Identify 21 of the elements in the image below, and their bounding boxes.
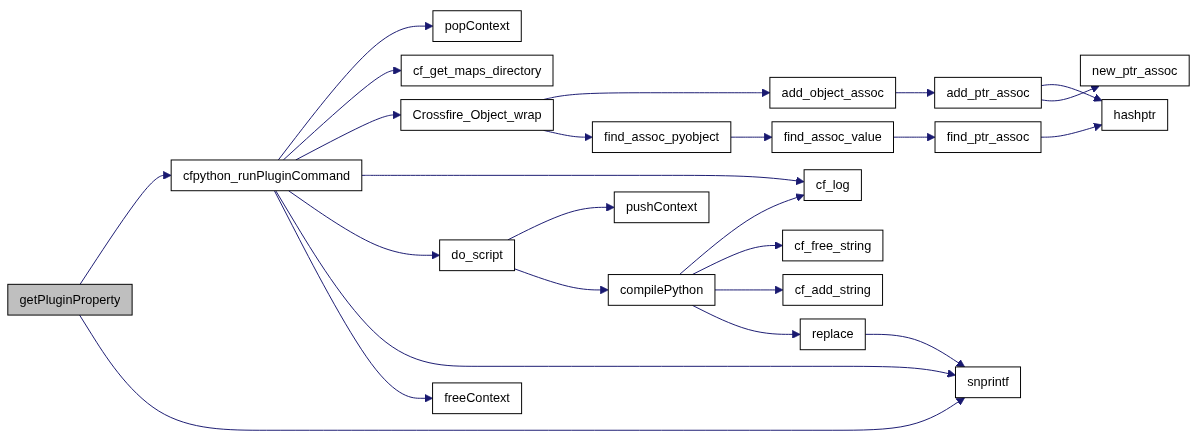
node-box: new_ptr_assoc (1079, 54, 1190, 87)
node-box: cf_get_maps_directory (400, 54, 554, 87)
node-box: cf_free_string (782, 229, 884, 262)
node-box: find_ptr_assoc (934, 121, 1042, 153)
node-box: freeContext (432, 382, 523, 415)
node-box: compilePython (607, 274, 716, 306)
node-box: cf_add_string (782, 274, 884, 306)
node-box: add_ptr_assoc (934, 76, 1042, 109)
node-box: snprintf (955, 366, 1021, 399)
node-box: do_script (439, 239, 516, 272)
node-box: popContext (432, 10, 522, 42)
node-box: replace (799, 318, 866, 351)
node-box: find_assoc_value (771, 121, 894, 153)
node-box: find_assoc_pyobject (591, 121, 732, 153)
node-box: hashptr (1101, 99, 1169, 131)
node-box: getPluginProperty (7, 283, 133, 316)
node-box: cfpython_runPluginCommand (170, 159, 363, 192)
node-box: add_object_assoc (769, 76, 897, 109)
node-box: pushContext (613, 191, 710, 224)
node-box: Crossfire_Object_wrap (400, 99, 554, 131)
node-box: cf_log (803, 169, 862, 201)
